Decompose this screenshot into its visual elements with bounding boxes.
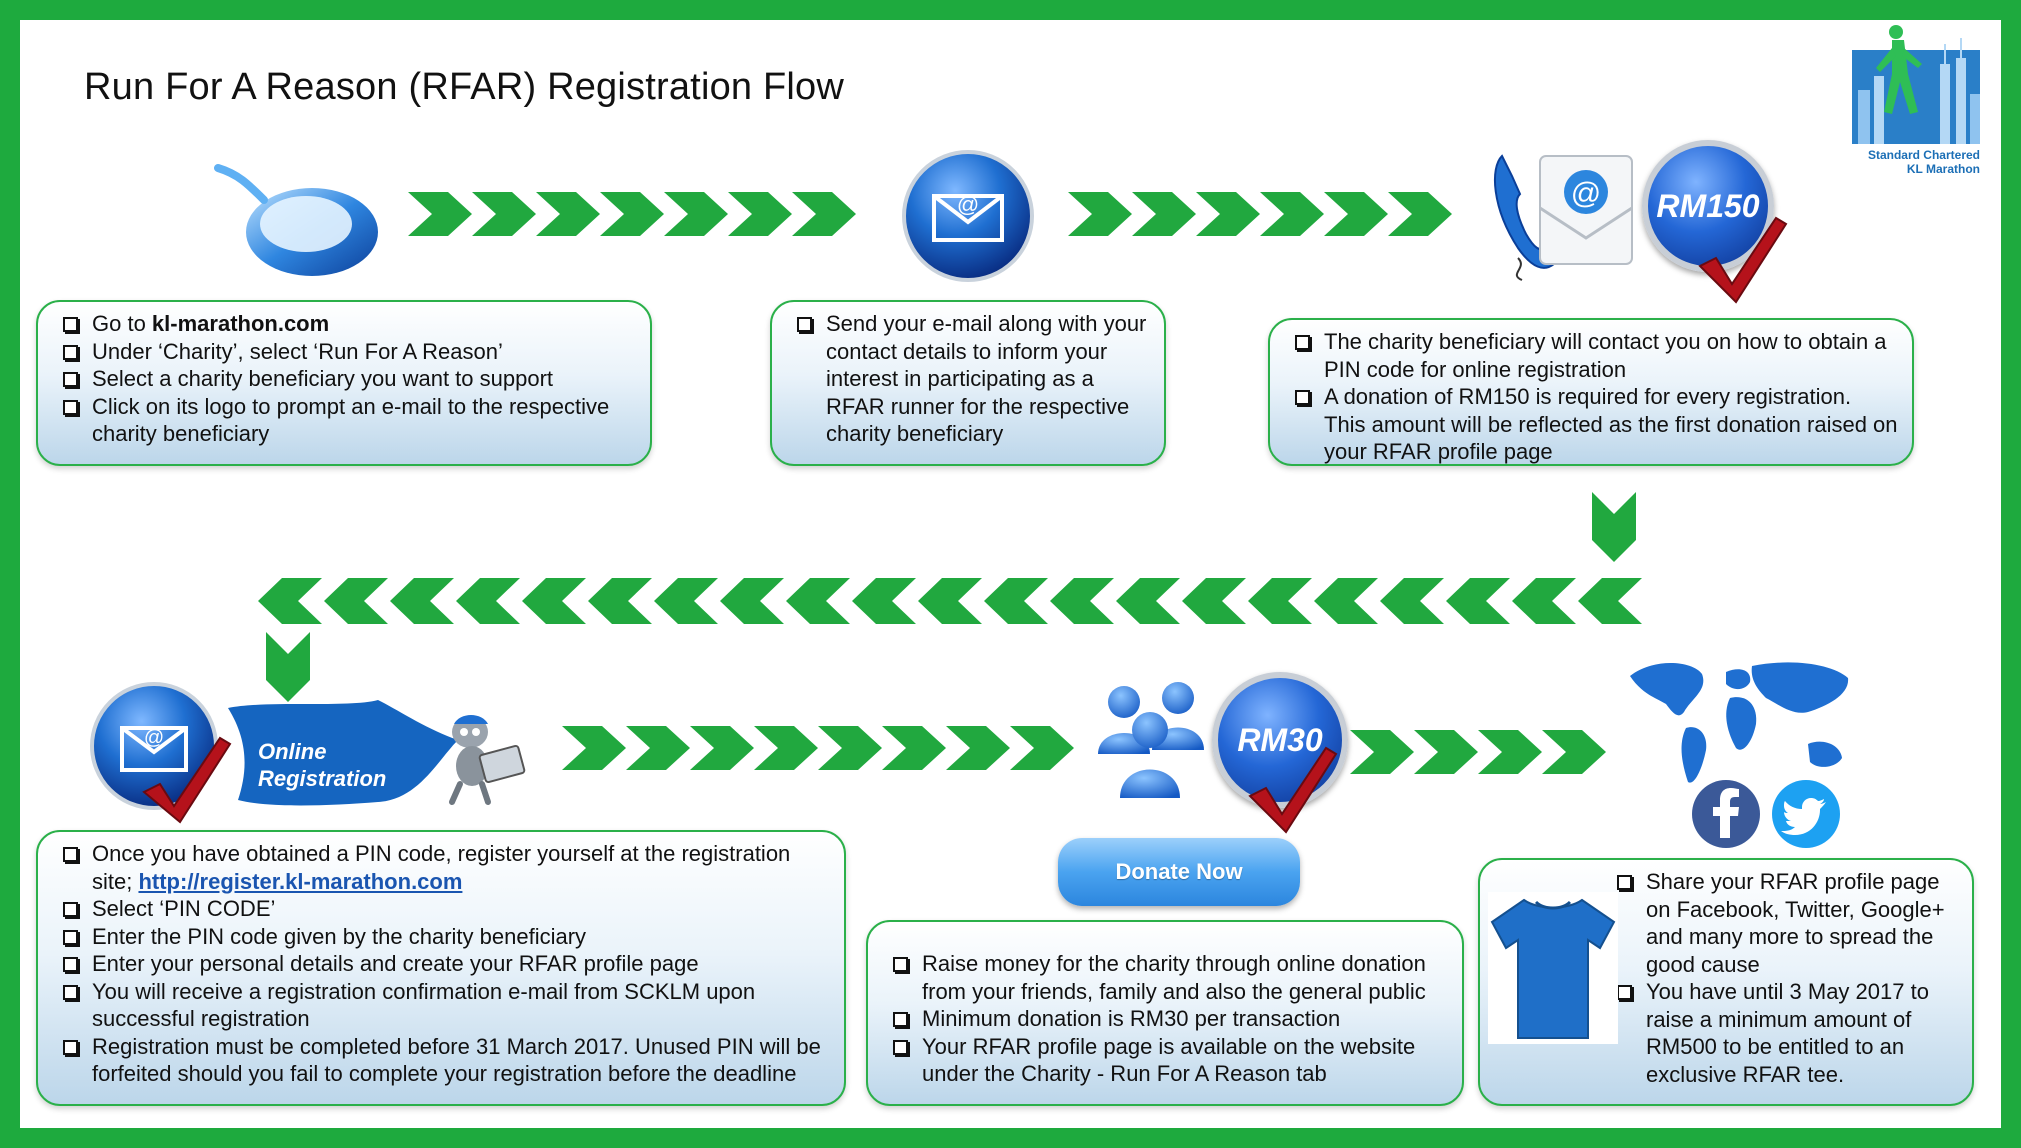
step1-item-2: Under ‘Charity’, select ‘Run For A Reaso…	[60, 338, 636, 366]
marathon-logo	[1852, 25, 1980, 144]
arrow-down-left	[266, 632, 310, 702]
step1-item-1: Go to kl-marathon.com	[60, 310, 636, 338]
logo-line-1: Standard Chartered	[1867, 148, 1980, 162]
step1-box: Go to kl-marathon.com Under ‘Charity’, s…	[36, 300, 652, 466]
mouse-icon	[214, 164, 378, 276]
arrow-left-long	[258, 578, 1642, 624]
step5-item-1: Raise money for the charity through onli…	[890, 950, 1448, 1005]
page-title: Run For A Reason (RFAR) Registration Flo…	[84, 66, 845, 108]
step4-item-3: Enter the PIN code given by the charity …	[60, 923, 830, 951]
step1-item-3: Select a charity beneficiary you want to…	[60, 365, 636, 393]
donate-now-button[interactable]: Donate Now	[1058, 838, 1300, 906]
twitter-icon[interactable]	[1770, 778, 1842, 850]
world-map-icon	[1630, 662, 1849, 783]
email-check-icon: @	[90, 682, 232, 824]
online-label-line2: Registration	[258, 766, 387, 791]
step4-item-1-prefix: Once you have obtained a PIN code, regis…	[92, 841, 791, 894]
step3-box: The charity beneficiary will contact you…	[1268, 318, 1914, 466]
step4-item-4: Enter your personal details and create y…	[60, 950, 830, 978]
rm30-badge: RM30	[1212, 672, 1348, 808]
step1-site-link[interactable]: kl-marathon.com	[151, 311, 330, 336]
arrow-right-3	[562, 726, 1074, 770]
step2-box: Send your e-mail along with your contact…	[770, 300, 1166, 466]
rm30-label: RM30	[1237, 721, 1323, 758]
step4-item-2: Select ‘PIN CODE’	[60, 895, 830, 923]
rm150-badge: RM150	[1642, 140, 1774, 272]
step5-box: Raise money for the charity through onli…	[866, 920, 1464, 1106]
step3-item-1: The charity beneficiary will contact you…	[1292, 328, 1898, 383]
arrow-right-1	[408, 192, 856, 236]
rm150-label: RM150	[1656, 187, 1760, 224]
marathon-logo-text: Standard Chartered KL Marathon	[1850, 148, 1980, 176]
arrow-down-right	[1592, 492, 1636, 562]
step4-box: Once you have obtained a PIN code, regis…	[36, 830, 846, 1106]
step4-item-1: Once you have obtained a PIN code, regis…	[60, 840, 830, 895]
step4-item-5: You will receive a registration confirma…	[60, 978, 830, 1033]
step2-item-1: Send your e-mail along with your contact…	[794, 310, 1150, 448]
registration-link[interactable]: http://register.kl-marathon.com	[138, 868, 463, 894]
checkmark-icon	[1698, 216, 1788, 304]
step1-item-4: Click on its logo to prompt an e-mail to…	[60, 393, 636, 448]
svg-text:@: @	[144, 727, 164, 749]
step3-item-2: A donation of RM150 is required for ever…	[1292, 383, 1898, 466]
online-registration-banner	[228, 700, 458, 806]
online-registration-label: Online Registration	[258, 738, 386, 792]
tshirt-icon	[1488, 892, 1618, 1044]
mascot-laptop-icon	[449, 715, 526, 805]
svg-text:@: @	[957, 192, 979, 217]
arrow-right-4	[1350, 730, 1606, 774]
step5-item-2: Minimum donation is RM30 per transaction	[890, 1005, 1448, 1033]
step6-item-1: Share your RFAR profile page on Facebook…	[1614, 868, 1958, 978]
logo-line-2: KL Marathon	[1906, 162, 1980, 176]
email-icon: @	[902, 150, 1034, 282]
facebook-icon[interactable]	[1690, 778, 1762, 850]
step5-item-3: Your RFAR profile page is available on t…	[890, 1033, 1448, 1088]
step4-item-6: Registration must be completed before 31…	[60, 1033, 830, 1088]
svg-text:@: @	[1571, 177, 1601, 210]
online-label-line1: Online	[258, 739, 327, 764]
phone-email-icon: @	[1493, 154, 1633, 281]
checkmark-icon-2	[1248, 746, 1338, 834]
step6-item-2: You have until 3 May 2017 to raise a min…	[1614, 978, 1958, 1088]
step1-item-1-prefix: Go to	[92, 311, 152, 336]
people-icon	[1098, 682, 1204, 798]
arrow-right-2	[1068, 192, 1452, 236]
